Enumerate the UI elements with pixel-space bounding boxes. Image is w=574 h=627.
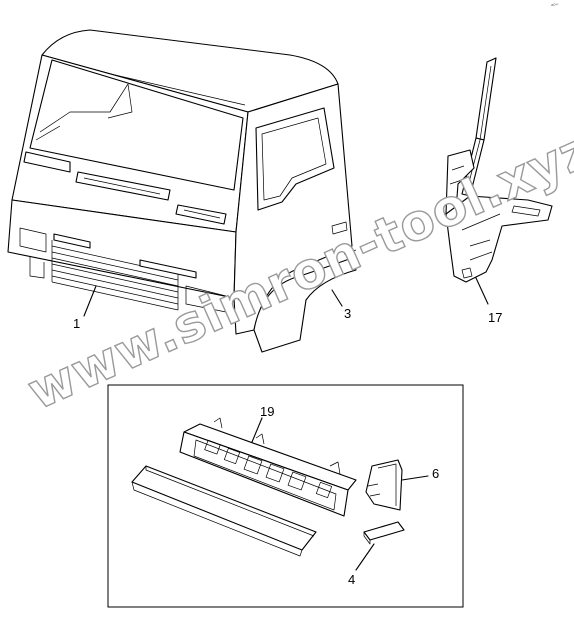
corner-mark: a0** bbox=[551, 2, 559, 7]
detail-frame bbox=[107, 384, 464, 608]
a-pillar-drawing bbox=[445, 57, 553, 283]
corner-trim-drawing bbox=[365, 459, 403, 511]
callout-3: 3 bbox=[344, 306, 351, 321]
truck-cab-drawing bbox=[7, 29, 357, 353]
callout-19: 19 bbox=[260, 404, 274, 419]
grille-frame-drawing bbox=[179, 417, 357, 517]
bumper-panel-drawing bbox=[131, 465, 317, 557]
callout-17: 17 bbox=[488, 310, 502, 325]
small-trim-drawing bbox=[363, 521, 405, 545]
callout-1: 1 bbox=[73, 316, 80, 331]
leader-lines bbox=[83, 277, 489, 571]
callout-6: 6 bbox=[432, 466, 439, 481]
callout-4: 4 bbox=[348, 572, 355, 587]
